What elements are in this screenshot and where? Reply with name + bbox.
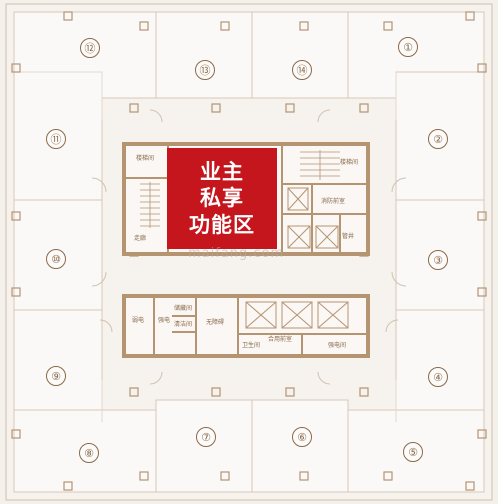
unit-12-badge: ⑫ (80, 38, 100, 58)
unit-1-badge: ① (398, 37, 418, 57)
core-label-stair-b: 楼梯间 (340, 159, 359, 166)
unit-9-badge: ⑨ (46, 366, 66, 386)
core-label-stair-a: 楼梯间 (136, 155, 155, 162)
unit-10-badge: ⑩ (46, 249, 66, 269)
unit-4-badge: ④ (428, 367, 448, 387)
unit-14-badge: ⑭ (292, 60, 312, 80)
unit-5-badge: ⑤ (403, 442, 423, 462)
core-label-shaft: 管井 (342, 233, 355, 240)
core-label-accessible: 无障碍 (206, 319, 225, 326)
unit-3-badge: ③ (428, 250, 448, 270)
owner-private-zone: 业主 私享 功能区 (167, 148, 277, 249)
owner-zone-line-3: 功能区 (189, 212, 255, 237)
core-label-corridor: 走廊 (134, 235, 147, 242)
unit-7-badge: ⑦ (196, 427, 216, 447)
core-label-shared-lobby: 合用前室 (268, 336, 293, 343)
unit-13-badge: ⑬ (195, 60, 215, 80)
unit-2-badge: ② (428, 129, 448, 149)
core-label-fire-lobby: 消防前室 (321, 198, 346, 205)
core-label-weak-current: 弱电 (132, 317, 145, 324)
owner-zone-line-1: 业主 (200, 160, 244, 185)
owner-zone-line-2: 私享 (200, 186, 244, 211)
core-label-strong-current: 强电 (158, 317, 171, 324)
core-label-power-room: 强电间 (328, 342, 347, 349)
unit-8-badge: ⑧ (79, 443, 99, 463)
watermark: maifang.com (188, 246, 285, 261)
core-label-cleaning: 清洁间 (174, 321, 193, 328)
core-label-storage: 储藏间 (174, 305, 193, 312)
core-label-washroom: 卫生间 (242, 342, 261, 349)
unit-6-badge: ⑥ (292, 427, 312, 447)
unit-11-badge: ⑪ (46, 129, 66, 149)
